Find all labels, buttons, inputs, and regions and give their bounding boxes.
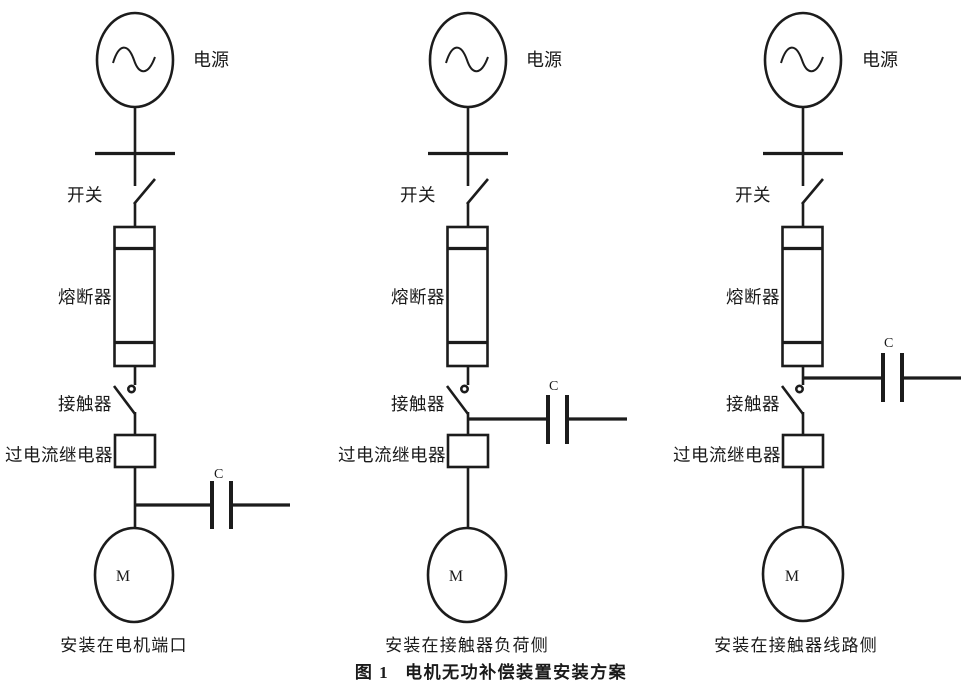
overcurrent-relay-label: 过电流继电器 — [673, 445, 781, 465]
power-source-label: 电源 — [193, 50, 229, 70]
figure-caption: 图 1 电机无功补偿装置安装方案 — [355, 662, 627, 682]
contactor-blade — [445, 385, 470, 415]
power-source-label: 电源 — [862, 50, 898, 70]
sine-wave-icon — [445, 46, 489, 73]
switch-blade — [466, 178, 489, 205]
contactor-blade — [112, 385, 137, 415]
scheme-caption: 安装在电机端口 — [60, 636, 187, 655]
contactor-pivot — [459, 384, 469, 394]
overcurrent-relay-label: 过电流继电器 — [338, 445, 446, 465]
capacitor-label: C — [884, 336, 893, 351]
figure-caption-number: 图 1 — [355, 663, 389, 682]
contactor-pivot — [794, 384, 804, 394]
motor-label: M — [449, 568, 463, 585]
fuse-label: 熔断器 — [391, 287, 445, 307]
contactor-label: 接触器 — [726, 394, 780, 414]
figure-caption-title: 电机无功补偿装置安装方案 — [405, 662, 627, 682]
switch-label: 开关 — [735, 185, 771, 205]
contactor-label: 接触器 — [391, 394, 445, 414]
switch-blade — [133, 178, 156, 205]
overcurrent-relay-symbol — [781, 433, 825, 469]
overcurrent-relay-label: 过电流继电器 — [5, 445, 113, 465]
circuit-contactor-line-side: 电源 开关 熔断器 C 接触器 过电流继电器 M 安装在接触器线路侧 — [673, 11, 961, 655]
motor-label: M — [116, 568, 130, 585]
motor-label: M — [785, 568, 799, 585]
switch-label: 开关 — [400, 185, 436, 205]
switch-blade — [801, 178, 824, 205]
fuse-label: 熔断器 — [726, 287, 780, 307]
capacitor-label: C — [214, 467, 223, 482]
motor-symbol — [761, 525, 845, 623]
contactor-pivot — [127, 384, 137, 394]
contactor-blade — [780, 385, 805, 415]
overcurrent-relay-symbol — [113, 433, 157, 469]
contactor-label: 接触器 — [58, 394, 112, 414]
motor-symbol — [426, 526, 508, 624]
scheme-caption: 安装在接触器线路侧 — [714, 636, 878, 655]
motor-symbol — [93, 526, 175, 624]
overcurrent-relay-symbol — [446, 433, 490, 469]
fuse-label: 熔断器 — [58, 287, 112, 307]
power-source-label: 电源 — [526, 50, 562, 70]
circuit-motor-terminal: 电源 开关 熔断器 接触器 过电流继电器 C M 安装在电机端口 — [5, 11, 290, 655]
sine-wave-icon — [780, 46, 824, 73]
scheme-caption: 安装在接触器负荷侧 — [385, 636, 549, 655]
circuit-contactor-load-side: 电源 开关 熔断器 接触器 C 过电流继电器 M 安装在接触器负荷侧 — [338, 11, 627, 655]
switch-label: 开关 — [67, 185, 103, 205]
sine-wave-icon — [112, 46, 156, 73]
capacitor-label: C — [549, 379, 558, 394]
